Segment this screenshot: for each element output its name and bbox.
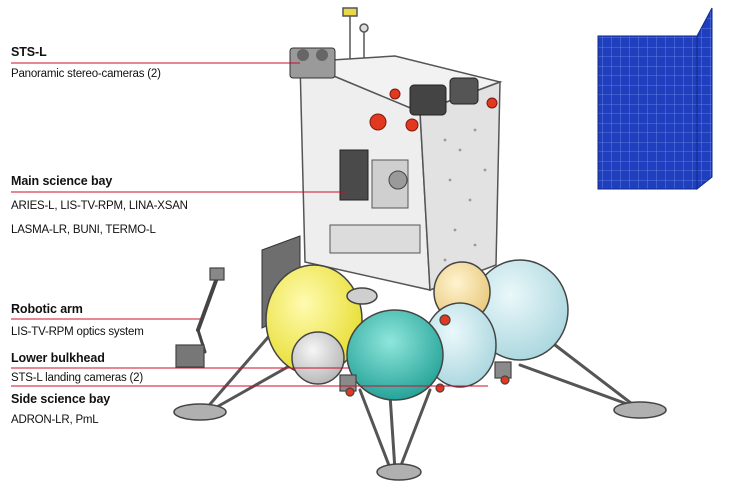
main-science-bay-body: [299, 55, 503, 292]
label-robotic-arm-title: Robotic arm: [11, 302, 83, 316]
label-sts-l-line-1: Panoramic stereo-cameras (2): [11, 68, 161, 80]
landing-legs: [203, 333, 642, 472]
propellant-tanks: [265, 259, 569, 401]
landing-pads: [173, 401, 667, 481]
label-lower-bulkhead-title: Lower bulkhead: [11, 351, 105, 365]
label-side-science-bay-title: Side science bay: [11, 392, 111, 406]
label-main-science-bay-title: Main science bay: [11, 174, 113, 188]
leader-lines: [11, 62, 488, 387]
label-lower-bulkhead-line-1: STS-L landing cameras (2): [11, 372, 143, 384]
label-side-science-bay-line-1: ADRON-LR, PmL: [11, 414, 99, 426]
label-sts-l-title: STS-L: [11, 45, 47, 59]
solar-panel: [597, 7, 713, 191]
lower-bulkhead-equipment: [339, 314, 512, 397]
label-main-science-bay-line-1: ARIES-L, LIS-TV-RPM, LINA-XSAN: [11, 200, 188, 212]
label-main-science-bay-line-2: LASMA-LR, BUNI, TERMO-L: [11, 224, 156, 236]
label-robotic-arm-line-1: LIS-TV-RPM optics system: [11, 326, 144, 338]
robotic-arm: [175, 267, 225, 368]
